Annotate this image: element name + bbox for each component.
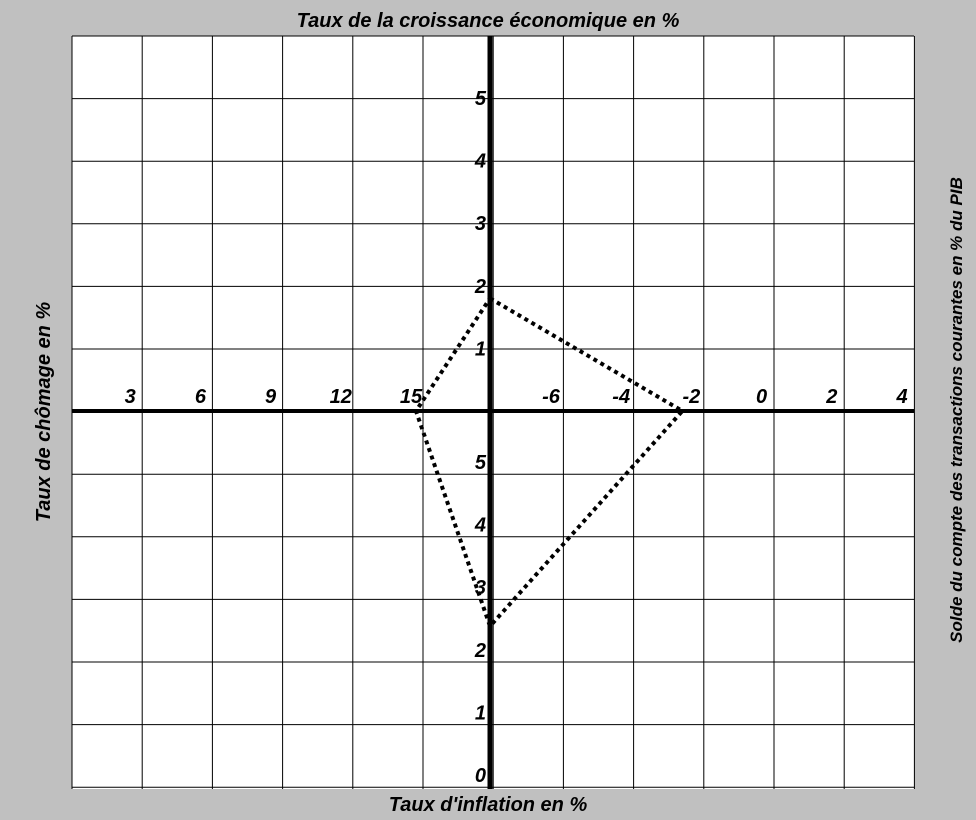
tick-label-bottom: 0 <box>475 765 486 787</box>
tick-label-left: 9 <box>265 386 277 408</box>
tick-label-top: 2 <box>474 276 486 298</box>
tick-label-right: 0 <box>756 386 767 408</box>
tick-label-right: -4 <box>612 386 630 408</box>
right-axis-title: Solde du compte des transactions courant… <box>947 177 966 643</box>
tick-label-right: -2 <box>683 386 701 408</box>
tick-label-left: 12 <box>330 386 352 408</box>
tick-label-top: 4 <box>474 151 486 173</box>
tick-label-bottom: 5 <box>475 452 487 474</box>
tick-label-right: 2 <box>825 386 837 408</box>
tick-label-left: 15 <box>400 386 423 408</box>
tick-label-top: 3 <box>475 213 486 235</box>
tick-label-right: -6 <box>542 386 561 408</box>
tick-label-top: 5 <box>475 88 487 110</box>
bottom-axis-title: Taux d'inflation en % <box>388 794 588 816</box>
tick-label-left: 6 <box>195 386 207 408</box>
tick-label-top: 1 <box>475 338 486 360</box>
top-axis-title: Taux de la croissance économique en % <box>296 10 680 32</box>
tick-label-bottom: 1 <box>475 702 486 724</box>
series-polygon <box>413 295 686 631</box>
tick-label-bottom: 4 <box>474 515 486 537</box>
left-axis-title: Taux de chômage en % <box>33 302 55 523</box>
tick-label-left: 3 <box>125 386 136 408</box>
tick-label-bottom: 3 <box>475 577 486 599</box>
tick-label-right: 4 <box>895 386 907 408</box>
tick-label-bottom: 2 <box>474 640 486 662</box>
